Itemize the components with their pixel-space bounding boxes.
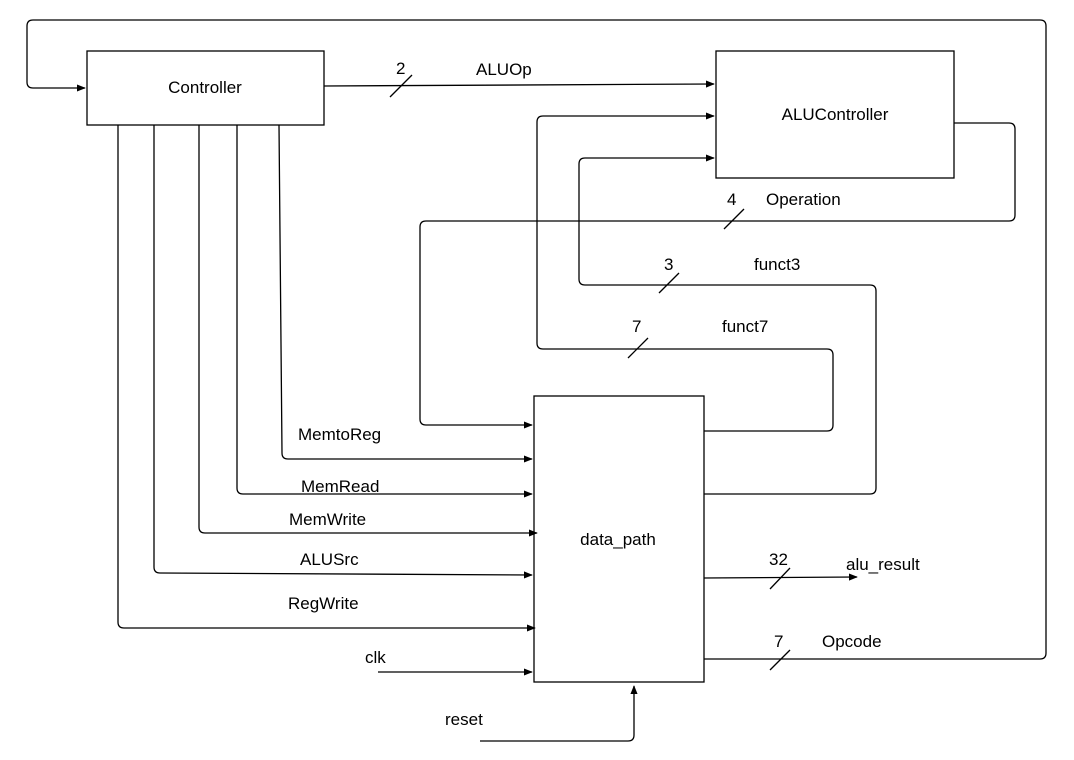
aluop-wire: [323, 80, 715, 88]
controller-block: Controller: [86, 50, 325, 126]
funct3-label: funct3: [754, 255, 800, 274]
alu-result-bus-slash: [769, 567, 791, 590]
memwrite-wire: [198, 125, 538, 537]
memread-wire: [236, 125, 533, 498]
opcode-label: Opcode: [822, 632, 882, 651]
funct3-bus-slash: [658, 272, 680, 294]
alu-controller-block: ALUController: [715, 50, 955, 179]
reset-label: reset: [445, 710, 483, 729]
funct7-width: 7: [632, 317, 641, 336]
operation-bus-slash: [723, 208, 745, 230]
memtoreg-wire: [278, 124, 533, 463]
operation-label: Operation: [766, 190, 841, 209]
alu-result-label: alu_result: [846, 555, 920, 574]
memwrite-label: MemWrite: [289, 510, 366, 529]
regwrite-label: RegWrite: [288, 594, 359, 613]
funct3-width: 3: [664, 255, 673, 274]
funct7-wire: [536, 112, 834, 432]
funct3-wire: [578, 154, 877, 495]
clk-label: clk: [365, 648, 386, 667]
data-path-label: data_path: [580, 530, 656, 549]
opcode-bus-slash: [769, 649, 791, 671]
funct7-bus-slash: [627, 337, 649, 359]
alu-result-width: 32: [769, 550, 788, 569]
reset-wire: [480, 685, 638, 742]
memtoreg-label: MemtoReg: [298, 425, 381, 444]
alu-controller-label: ALUController: [782, 105, 889, 124]
controller-label: Controller: [168, 78, 242, 97]
alusrc-label: ALUSrc: [300, 550, 359, 569]
memread-label: MemRead: [301, 477, 379, 496]
regwrite-wire: [117, 125, 536, 632]
aluop-bus-slash: [389, 74, 413, 98]
opcode-wire: [26, 19, 1047, 660]
opcode-width: 7: [774, 632, 783, 651]
data-path-block: data_path: [533, 395, 705, 683]
operation-wire: [419, 122, 1016, 429]
aluop-width: 2: [396, 59, 405, 78]
funct7-label: funct7: [722, 317, 768, 336]
alusrc-wire: [153, 125, 533, 579]
aluop-label: ALUOp: [476, 60, 532, 79]
operation-width: 4: [727, 190, 736, 209]
